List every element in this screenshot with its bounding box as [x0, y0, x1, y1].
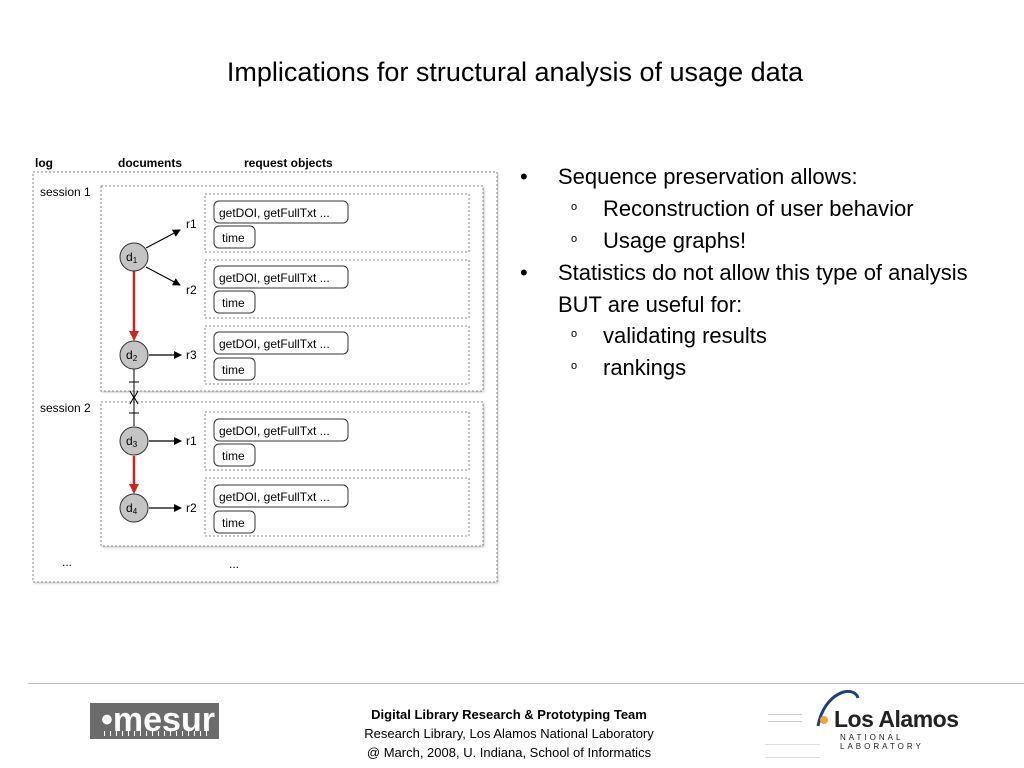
request-methods: getDOI, getFullTxt ...: [219, 490, 330, 504]
footer-credits: Digital Library Research & Prototyping T…: [300, 705, 718, 762]
los-alamos-name: Los Alamos: [834, 706, 959, 732]
request-object-panel: getDOI, getFullTxt ... time: [204, 325, 470, 385]
bullet-list: • Sequence preservation allows: o Reconstr…: [520, 161, 990, 384]
mesur-logo-ruler: [104, 731, 211, 736]
request-time: time: [222, 231, 245, 245]
svg-text:d4: d4: [126, 501, 138, 516]
sub-bullet-item: o Usage graphs!: [520, 225, 990, 257]
document-node: d2: [119, 340, 149, 370]
log-ellipsis: ...: [62, 555, 72, 569]
sub-bullet-text: Reconstruction of user behavior: [603, 195, 914, 221]
request-methods: getDOI, getFullTxt ...: [219, 337, 330, 351]
request-object-panel: getDOI, getFullTxt ... time: [204, 477, 470, 537]
header-log: log: [35, 156, 53, 170]
requests-ellipsis: ...: [229, 557, 239, 571]
svg-text:d3: d3: [126, 434, 138, 449]
header-request-objects: request objects: [244, 156, 333, 170]
sub-bullet-marker: o: [571, 360, 578, 373]
svg-text:d2: d2: [126, 348, 138, 363]
footer-event: @ March, 2008, U. Indiana, School of Inf…: [366, 745, 652, 760]
doc-label: d: [126, 501, 133, 515]
request-time: time: [222, 449, 245, 463]
doc-subscript: 1: [133, 256, 138, 265]
request-edge: [145, 229, 181, 249]
request-object-panel: getDOI, getFullTxt ... time: [204, 259, 470, 319]
session-2-label: session 2: [40, 401, 91, 415]
sub-bullet-item: o rankings: [520, 352, 990, 384]
sub-bullet-item: o Reconstruction of user behavior: [520, 193, 990, 225]
bullet-item: • Statistics do not allow this type of an…: [520, 257, 990, 321]
usage-log-diagram: log documents request objects session 1 …: [32, 156, 498, 583]
doc-subscript: 2: [133, 354, 138, 363]
doc-label: d: [126, 434, 133, 448]
header-documents: documents: [118, 156, 182, 170]
request-label: r3: [186, 348, 197, 362]
sub-bullet-text: validating results: [603, 323, 767, 349]
doc-subscript: 4: [133, 507, 138, 516]
mesur-logo: •mesur: [90, 701, 219, 739]
bullet-text: Sequence preservation allows:: [558, 164, 858, 189]
document-node: d3: [119, 426, 149, 456]
session-1-label: session 1: [40, 185, 91, 199]
request-label: r1: [186, 434, 197, 448]
document-node: d1: [119, 242, 149, 272]
sub-bullet-item: o validating results: [520, 320, 990, 352]
request-methods: getDOI, getFullTxt ...: [219, 424, 330, 438]
sub-bullet-text: Usage graphs!: [603, 227, 747, 253]
request-methods: getDOI, getFullTxt ...: [219, 271, 330, 285]
request-time: time: [222, 296, 245, 310]
footer-divider: [28, 683, 1024, 684]
bullet-marker: •: [520, 164, 528, 189]
request-methods: getDOI, getFullTxt ...: [219, 206, 330, 220]
request-object-panel: getDOI, getFullTxt ... time: [204, 411, 470, 471]
sub-bullet-marker: o: [571, 200, 578, 213]
doc-label: d: [126, 250, 133, 264]
doc-subscript: 3: [133, 440, 138, 449]
document-node: d4: [119, 493, 149, 523]
doc-label: d: [126, 348, 133, 362]
sub-bullet-marker: o: [571, 328, 578, 341]
small-logo-mark: [765, 744, 820, 758]
request-label: r2: [186, 501, 197, 515]
los-alamos-orbit-icon: [816, 689, 860, 727]
los-alamos-logo: Los Alamos NATIONAL LABORATORY: [760, 684, 960, 760]
request-label: r1: [186, 217, 197, 231]
sub-bullet-marker: o: [571, 232, 578, 245]
bullet-marker: •: [520, 259, 528, 285]
request-time: time: [222, 363, 245, 377]
bullet-text: Statistics do not allow this type of ana…: [558, 259, 968, 317]
footer-team: Digital Library Research & Prototyping T…: [371, 707, 647, 722]
request-time: time: [222, 516, 245, 530]
request-label: r2: [186, 283, 197, 297]
request-object-panel: getDOI, getFullTxt ... time: [204, 193, 470, 253]
los-alamos-subtitle: NATIONAL LABORATORY: [840, 733, 924, 751]
svg-text:d1: d1: [126, 250, 138, 265]
session-boundary-connector: [129, 369, 139, 426]
request-edge: [145, 266, 181, 286]
bullet-item: • Sequence preservation allows:: [520, 161, 990, 193]
small-logo-mark: [768, 714, 802, 722]
sub-bullet-text: rankings: [603, 355, 687, 381]
slide-title: Implications for structural analysis of …: [226, 57, 804, 87]
footer-lab: Research Library, Los Alamos National La…: [364, 726, 654, 741]
